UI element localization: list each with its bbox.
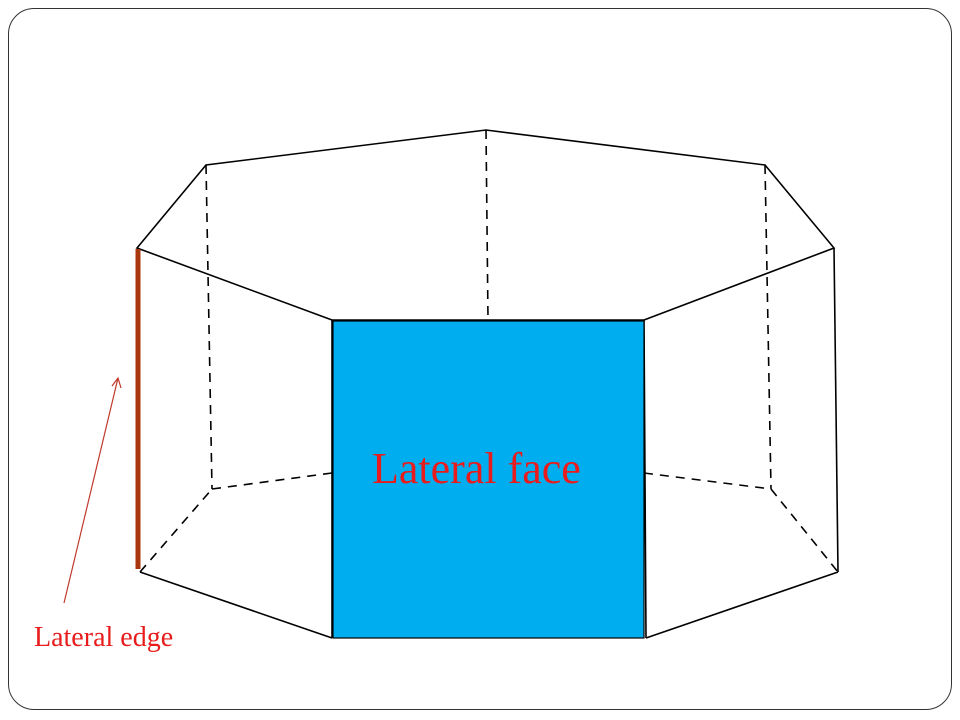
hidden-edges xyxy=(139,129,839,573)
hidden-bottom-edge-front-right xyxy=(770,488,839,573)
hidden-vertical-edge-left xyxy=(205,164,213,490)
hidden-bottom-edge-back-left xyxy=(211,472,333,490)
lateral-edge-label: Lateral edge xyxy=(34,622,174,653)
pointer-arrow xyxy=(63,376,122,604)
hidden-bottom-edge-back-right xyxy=(643,472,772,490)
lateral-face-highlight xyxy=(332,320,645,639)
lateral-face-label: Lateral face xyxy=(372,444,581,493)
vertical-edge-right xyxy=(833,247,839,573)
bottom-edge-left xyxy=(139,571,333,639)
top-octagon-outline xyxy=(135,129,836,321)
visible-edges xyxy=(135,129,839,639)
hidden-vertical-edge-back xyxy=(485,129,489,321)
hidden-vertical-edge-right xyxy=(764,164,772,490)
hidden-bottom-edge-front-left xyxy=(139,488,213,573)
bottom-edge-right xyxy=(645,571,839,639)
